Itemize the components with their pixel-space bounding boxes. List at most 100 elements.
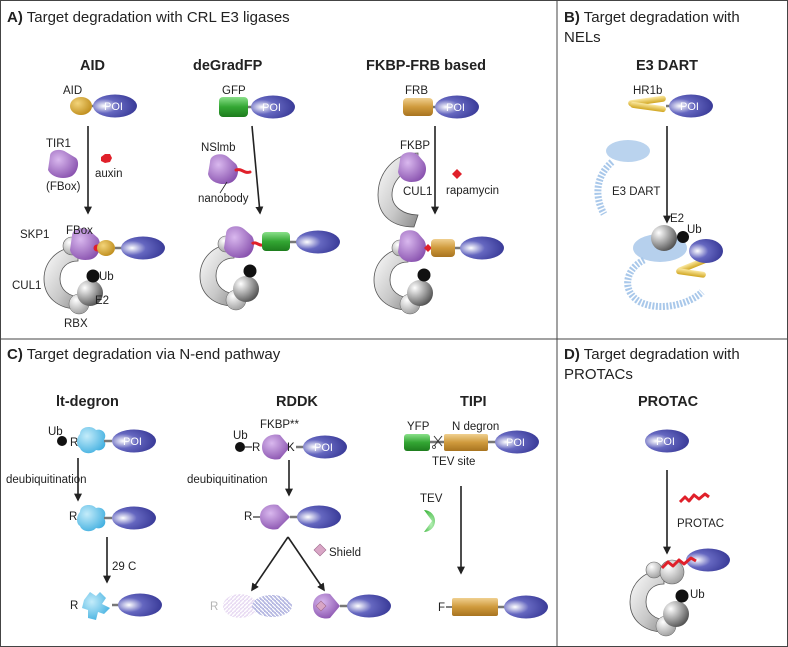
- tev-label: TEV: [420, 493, 443, 505]
- e2-label: E2: [670, 213, 684, 225]
- poi-shape: [504, 595, 548, 619]
- shield-molecule: [313, 543, 327, 557]
- fkbp-mutant-shape: [262, 434, 290, 460]
- fkbp-frb-heading: FKBP-FRB based: [366, 58, 486, 74]
- nslmb-label: NSlmb: [201, 142, 236, 154]
- e2-shape: [233, 276, 259, 302]
- aid-heading: AID: [80, 58, 105, 74]
- degraded-fkbp-shape: [223, 594, 257, 618]
- rbx-label: RBX: [64, 318, 88, 330]
- protac-bound: [660, 556, 697, 570]
- fkbp-shape: [398, 152, 426, 182]
- e3dart-label: E3 DART: [612, 186, 660, 198]
- frb-shape: [403, 98, 433, 116]
- panel-b-title-2: NELs: [564, 29, 601, 46]
- panel-d: D) Target degradation with PROTACs PROTA…: [564, 346, 740, 637]
- ub-shape: [243, 264, 257, 278]
- skp1-label: SKP1: [20, 229, 49, 241]
- step-arrow: [251, 125, 264, 215]
- ub-label: Ub: [99, 271, 114, 283]
- aid-column: AID AID POI TIR1 (FBox) auxin FBox SK: [12, 58, 165, 330]
- poi-label: POI: [656, 436, 675, 448]
- shield-label: Shield: [329, 547, 361, 559]
- fkbp-bound: [398, 230, 426, 262]
- panel-a-title: A) Target degradation with CRL E3 ligase…: [7, 9, 290, 26]
- e3dart-ligase-shape: [606, 140, 650, 162]
- poi-label: POI: [506, 437, 525, 449]
- poi-shape: [460, 236, 504, 260]
- unfolded-degron-shape: [82, 592, 110, 620]
- rddk-column: RDDK FKBP** Ub R K POI deubiquitination …: [187, 394, 391, 619]
- panel-a: A) Target degradation with CRL E3 ligase…: [7, 9, 504, 330]
- e3dart-heading: E3 DART: [636, 58, 698, 74]
- degraded-poi-shape: [252, 595, 292, 617]
- ub-shape: [57, 436, 67, 446]
- yfp-label: YFP: [407, 421, 430, 433]
- poi-shape: [121, 236, 165, 260]
- e3dart-linker-bound: [624, 256, 705, 311]
- poi-label: POI: [104, 101, 123, 113]
- fkbp-mutant-label: FKBP**: [260, 419, 300, 431]
- panel-b-title-1: B) Target degradation with: [564, 9, 740, 26]
- cul1-label: CUL1: [403, 186, 432, 198]
- ub-label: Ub: [48, 426, 63, 438]
- degradfp-column: deGradFP GFP POI NSlmb nanobody: [193, 58, 340, 311]
- ub-shape: [675, 589, 689, 603]
- poi-shape: [112, 506, 156, 530]
- tipi-heading: TIPI: [460, 394, 487, 410]
- deubiquitination-label: deubiquitination: [6, 474, 87, 486]
- degradation-arrow: [251, 536, 289, 592]
- frb-bound: [431, 239, 455, 257]
- e2-shape: [77, 280, 103, 306]
- poi-label: POI: [314, 442, 333, 454]
- nanobody-label: nanobody: [198, 193, 249, 205]
- hr1b-label: HR1b: [633, 85, 662, 97]
- deubiquitination-label: deubiquitination: [187, 474, 268, 486]
- r-residue: R: [69, 511, 77, 523]
- fbox-shape: [70, 228, 100, 260]
- poi-shape: [297, 505, 341, 529]
- lt-degron-shape: [77, 504, 106, 532]
- ub-shape: [677, 231, 689, 243]
- ub-shape: [86, 269, 100, 283]
- n-degron-shape: [452, 598, 498, 616]
- cul1-ring-free: [377, 152, 419, 228]
- scissors-icon: [432, 435, 443, 449]
- cul1-label: CUL1: [12, 280, 41, 292]
- ub-shape: [417, 268, 431, 282]
- poi-label: POI: [123, 436, 142, 448]
- yfp-shape: [404, 434, 430, 451]
- tir1-label: TIR1: [46, 138, 71, 150]
- ub-label: Ub: [233, 430, 248, 442]
- degradfp-heading: deGradFP: [193, 58, 263, 74]
- e2-shape: [663, 601, 689, 627]
- auxin-label: auxin: [95, 168, 123, 180]
- e2-shape: [651, 225, 677, 251]
- aid-bound: [97, 240, 115, 256]
- tipi-column: TIPI YFP N degron POI TEV site TEV F: [404, 394, 548, 619]
- fkbp-label: FKBP: [400, 140, 430, 152]
- shield-bound: [315, 600, 327, 612]
- poi-label: POI: [262, 102, 281, 114]
- tev-protease-shape: [424, 510, 435, 532]
- rapamycin-label: rapamycin: [446, 185, 499, 197]
- poi-bound: [689, 239, 723, 263]
- protac-label: PROTAC: [677, 518, 724, 530]
- rapamycin-bound: [424, 244, 432, 252]
- frb-label: FRB: [405, 85, 428, 97]
- hr1b-shape: [628, 95, 666, 113]
- rapamycin-molecule: [452, 169, 462, 179]
- ub-label: Ub: [687, 224, 702, 236]
- gfp-bound: [262, 232, 290, 251]
- n-degron-label: N degron: [452, 421, 499, 433]
- r-residue-faded: R: [210, 601, 218, 613]
- panel-d-title-2: PROTACs: [564, 366, 633, 383]
- lt-degron-heading: lt-degron: [56, 394, 119, 410]
- ub-shape: [235, 442, 245, 452]
- aid-tag-label: AID: [63, 85, 82, 97]
- e2-shape: [407, 280, 433, 306]
- skp1-shape: [645, 561, 663, 579]
- panel-c: C) Target degradation via N-end pathway …: [6, 346, 548, 620]
- r-residue: R: [70, 600, 78, 612]
